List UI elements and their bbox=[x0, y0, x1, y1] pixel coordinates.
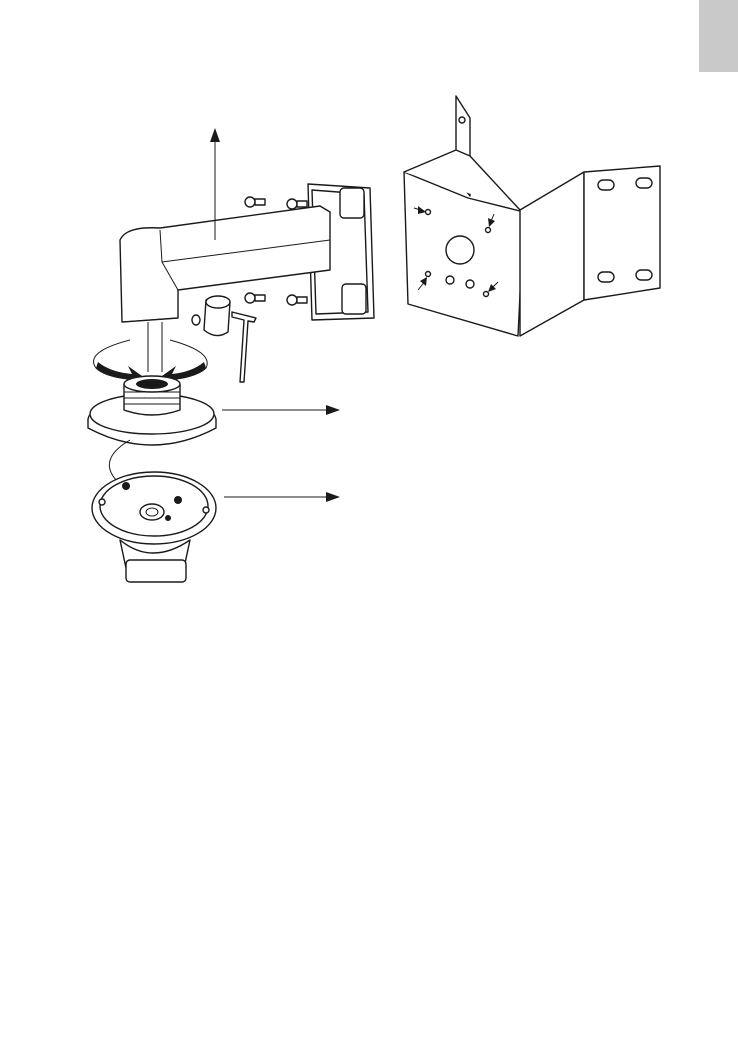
dome-camera-base bbox=[92, 472, 216, 582]
cap-arrow bbox=[222, 405, 340, 415]
hex-key bbox=[232, 312, 256, 382]
mount-adapter-cap bbox=[88, 376, 216, 445]
sleeve bbox=[204, 296, 230, 336]
base-arrow bbox=[224, 492, 340, 502]
corner-mount-adapter bbox=[404, 96, 660, 336]
